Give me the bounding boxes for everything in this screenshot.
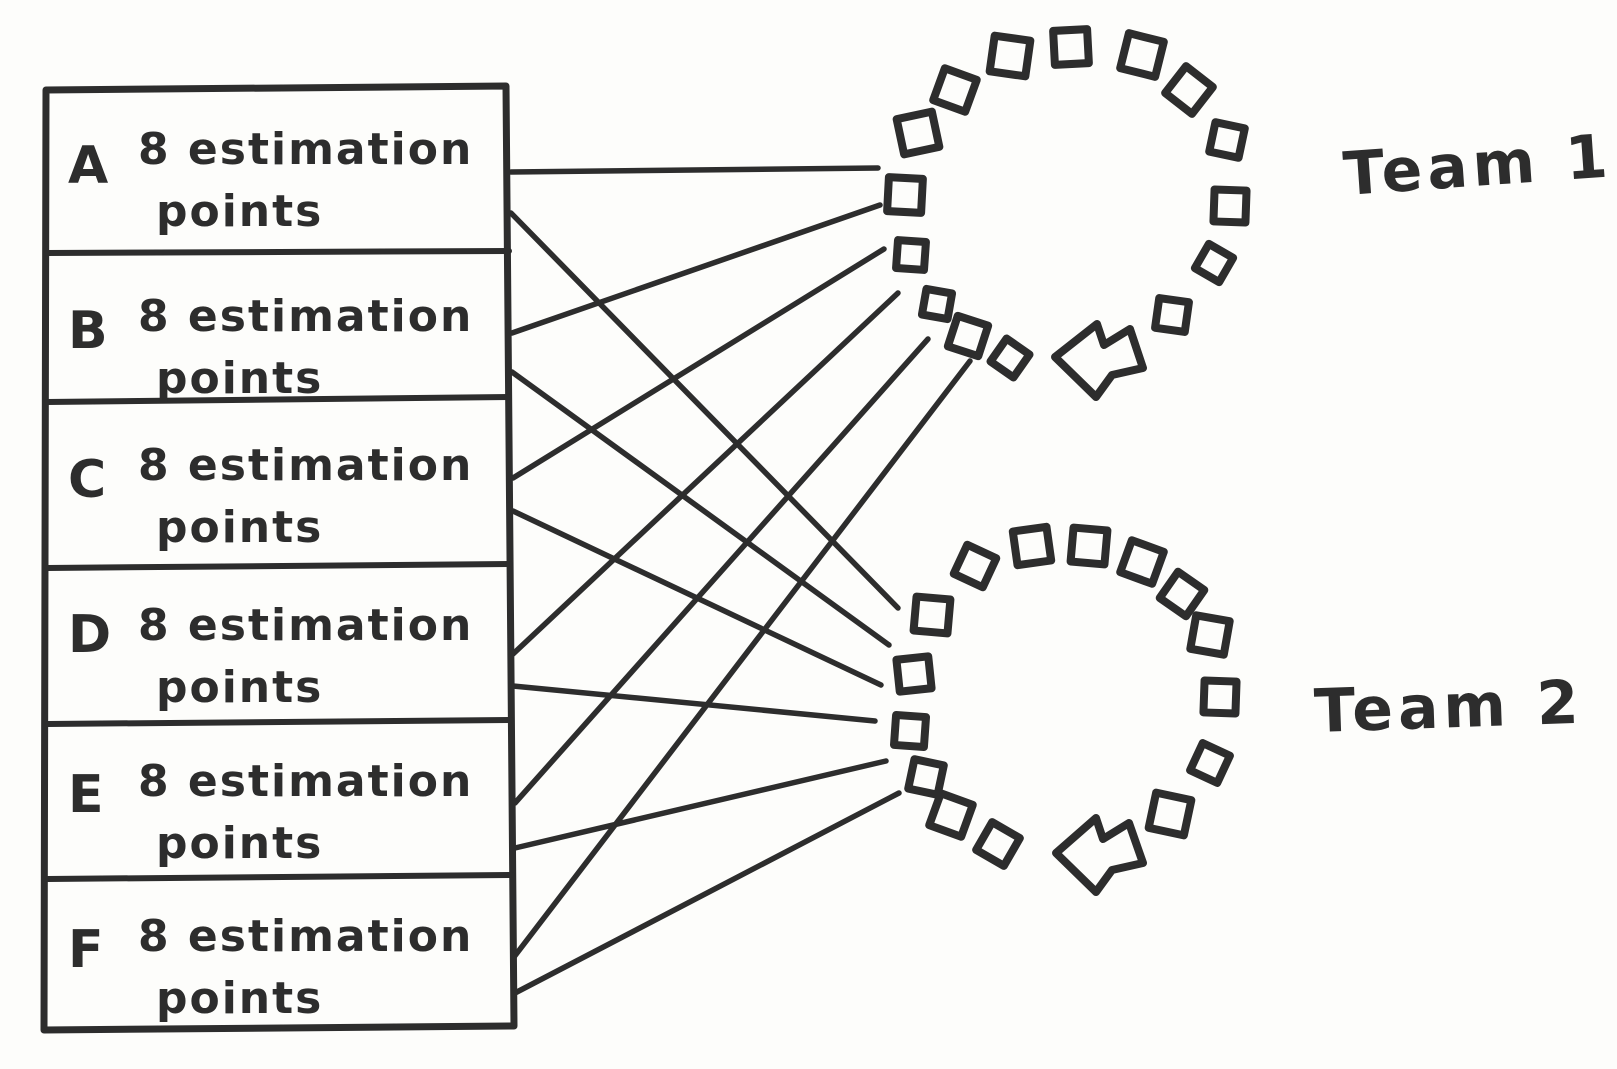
team-member-square xyxy=(1190,239,1238,287)
team-member-square xyxy=(972,818,1024,870)
team-member-square xyxy=(909,592,955,638)
table-row-d: D 8 estimation points xyxy=(68,600,473,713)
table-border xyxy=(40,82,518,1034)
row-label-line1: 8 estimation xyxy=(138,756,473,807)
table-row-f: F 8 estimation points xyxy=(68,911,473,1024)
rotation-arrow-icon xyxy=(1051,320,1147,401)
row-letter: A xyxy=(68,136,108,196)
team-member-square xyxy=(917,284,957,324)
rotation-arrow-icon xyxy=(1052,814,1147,896)
team-member-square xyxy=(1205,118,1249,162)
connection-b-team1 xyxy=(509,202,883,336)
row-label-line2: points xyxy=(156,502,323,553)
team2-circle xyxy=(889,522,1241,896)
team-member-square xyxy=(1008,522,1056,570)
team1-label: Team 1 xyxy=(1341,121,1615,210)
row-letter: E xyxy=(68,765,104,825)
row-label-line1: 8 estimation xyxy=(138,291,473,342)
team-member-square xyxy=(1066,523,1112,569)
team-member-square xyxy=(943,311,993,361)
team-member-square xyxy=(889,710,931,752)
team-member-square xyxy=(1186,611,1234,659)
connection-a-team1 xyxy=(508,165,881,175)
row-label-line2: points xyxy=(156,818,323,869)
team-member-square xyxy=(949,540,1001,592)
connection-c-team2 xyxy=(510,508,884,688)
connection-e-team2 xyxy=(512,758,889,851)
team-member-square xyxy=(904,755,948,799)
team2-label: Team 2 xyxy=(1313,668,1585,747)
team-member-square xyxy=(986,334,1034,382)
team-member-square xyxy=(1116,536,1168,588)
table-row-a: A 8 estimation points xyxy=(68,124,473,237)
row-label-line2: points xyxy=(156,973,323,1024)
team-member-square xyxy=(925,789,977,841)
team-member-square xyxy=(1199,676,1241,718)
team-member-square xyxy=(1144,788,1196,840)
team-member-square xyxy=(985,31,1035,81)
connection-a-team2 xyxy=(508,210,901,611)
connection-f-team1 xyxy=(511,358,973,960)
table-row-b: B 8 estimation points xyxy=(68,291,473,404)
connection-e-team1 xyxy=(512,336,931,806)
row-label-line1: 8 estimation xyxy=(138,440,473,491)
team-member-square xyxy=(892,107,944,159)
row-letter: B xyxy=(68,301,108,361)
table-row-e: E 8 estimation points xyxy=(68,756,473,869)
team-member-square xyxy=(892,652,936,696)
table-row-divider xyxy=(45,717,514,727)
team-member-square xyxy=(1049,25,1093,69)
connection-d-team2 xyxy=(510,683,878,724)
table-row-c: C 8 estimation points xyxy=(68,440,473,553)
team-member-square xyxy=(1155,567,1209,621)
team-member-square xyxy=(892,236,930,274)
connection-f-team2 xyxy=(512,790,902,996)
connection-d-team1 xyxy=(510,290,901,657)
row-letter: D xyxy=(68,605,111,665)
team-member-square xyxy=(1161,62,1217,118)
team-member-square xyxy=(1209,185,1251,227)
table-row-divider xyxy=(44,561,513,571)
table-row-divider xyxy=(44,248,512,256)
connection-c-team1 xyxy=(510,246,887,481)
row-label-line1: 8 estimation xyxy=(138,911,473,962)
connection-b-team2 xyxy=(509,369,892,648)
team-member-square xyxy=(1116,29,1168,81)
row-label-line2: points xyxy=(156,353,323,404)
team-member-square xyxy=(929,64,981,116)
row-label-line1: 8 estimation xyxy=(138,124,473,175)
team1-circle xyxy=(883,25,1251,401)
row-label-line2: points xyxy=(156,186,323,237)
table-row-divider xyxy=(44,394,512,405)
row-letter: F xyxy=(68,920,104,980)
row-label-line1: 8 estimation xyxy=(138,600,473,651)
team-member-square xyxy=(1151,294,1193,336)
estimation-table: A 8 estimation points B 8 estimation poi… xyxy=(40,82,518,1034)
team-member-square xyxy=(1186,739,1234,787)
table-row-divider xyxy=(45,872,515,882)
row-letter: C xyxy=(68,450,106,510)
connection-lines xyxy=(508,165,973,996)
team-member-square xyxy=(883,173,927,217)
row-label-line2: points xyxy=(156,662,323,713)
